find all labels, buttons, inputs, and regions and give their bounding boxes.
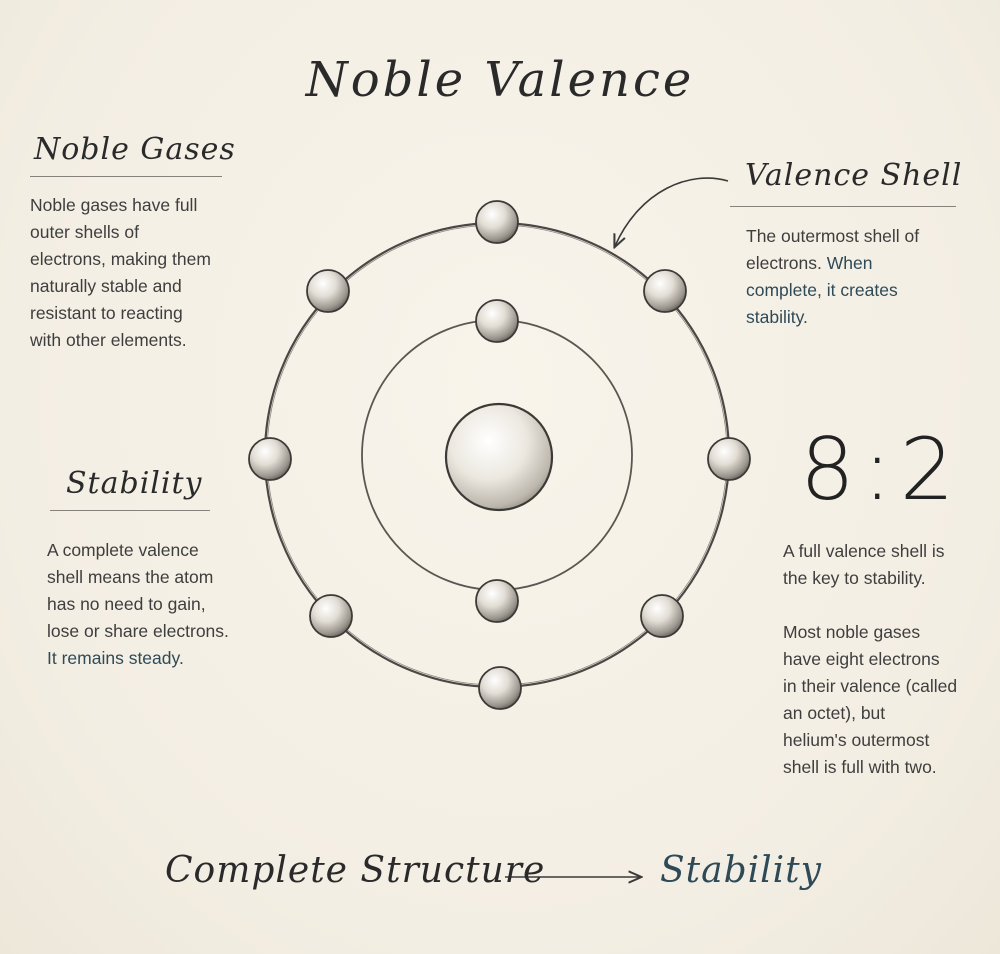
valence-shell-accent-line: complete, it creates bbox=[746, 280, 898, 300]
ratio-line: the key to stability. bbox=[783, 568, 926, 588]
valence-shell-underline bbox=[730, 206, 956, 207]
outer-electron bbox=[707, 437, 751, 481]
bottom-stability: Stability bbox=[660, 850, 822, 891]
stability-line: has no need to gain, bbox=[47, 594, 206, 614]
noble-gases-line: resistant to reacting bbox=[30, 303, 183, 323]
nucleus bbox=[444, 402, 554, 512]
valence-shell-plain: electrons. bbox=[746, 253, 827, 273]
valence-shell-text: The outermost shell of electrons. When c… bbox=[746, 223, 919, 331]
noble-gases-underline bbox=[30, 176, 222, 177]
ratio-line: an octet), but bbox=[783, 703, 886, 723]
noble-gases-line: Noble gases have full bbox=[30, 195, 198, 215]
inner-electron bbox=[475, 299, 519, 343]
noble-gases-text: Noble gases have full outer shells of el… bbox=[30, 192, 211, 354]
page-title: Noble Valence bbox=[305, 52, 695, 108]
ratio-value: 8:2 bbox=[800, 420, 963, 520]
stability-line: lose or share electrons. bbox=[47, 621, 229, 641]
ratio-text: A full valence shell is the key to stabi… bbox=[783, 538, 957, 781]
inner-electron bbox=[475, 579, 519, 623]
ratio-line: A full valence shell is bbox=[783, 541, 945, 561]
outer-electron bbox=[643, 269, 687, 313]
stability-line: A complete valence bbox=[47, 540, 199, 560]
valence-shell-accent-line: stability. bbox=[746, 307, 808, 327]
stability-heading: Stability bbox=[66, 466, 203, 501]
ratio-line: Most noble gases bbox=[783, 622, 921, 642]
noble-gases-heading: Noble Gases bbox=[34, 132, 236, 167]
ratio-line: in their valence (called bbox=[783, 676, 958, 696]
noble-gases-line: outer shells of bbox=[30, 222, 139, 242]
outer-electron bbox=[640, 594, 684, 638]
stability-line: shell means the atom bbox=[47, 567, 214, 587]
noble-gases-line: electrons, making them bbox=[30, 249, 211, 269]
valence-shell-line: The outermost shell of bbox=[746, 226, 920, 246]
stability-accent-line: It remains steady. bbox=[47, 648, 184, 668]
noble-gases-line: naturally stable and bbox=[30, 276, 182, 296]
valence-shell-line: electrons. When bbox=[746, 250, 919, 277]
ratio-line: have eight electrons bbox=[783, 649, 940, 669]
ratio-line: shell is full with two. bbox=[783, 757, 937, 777]
outer-electron bbox=[478, 666, 522, 710]
outer-electron bbox=[309, 594, 353, 638]
outer-electron bbox=[475, 200, 519, 244]
outer-electron bbox=[306, 269, 350, 313]
ratio-line: helium's outermost bbox=[783, 730, 930, 750]
outer-electron bbox=[248, 437, 292, 481]
valence-shell-pointer-arrow bbox=[615, 177, 729, 246]
stability-text: A complete valence shell means the atom … bbox=[47, 537, 229, 672]
valence-shell-accent: When bbox=[826, 253, 873, 273]
valence-shell-heading: Valence Shell bbox=[745, 158, 963, 193]
stability-underline bbox=[50, 510, 210, 511]
noble-gases-line: with other elements. bbox=[30, 330, 187, 350]
bottom-complete-structure: Complete Structure bbox=[165, 850, 546, 891]
